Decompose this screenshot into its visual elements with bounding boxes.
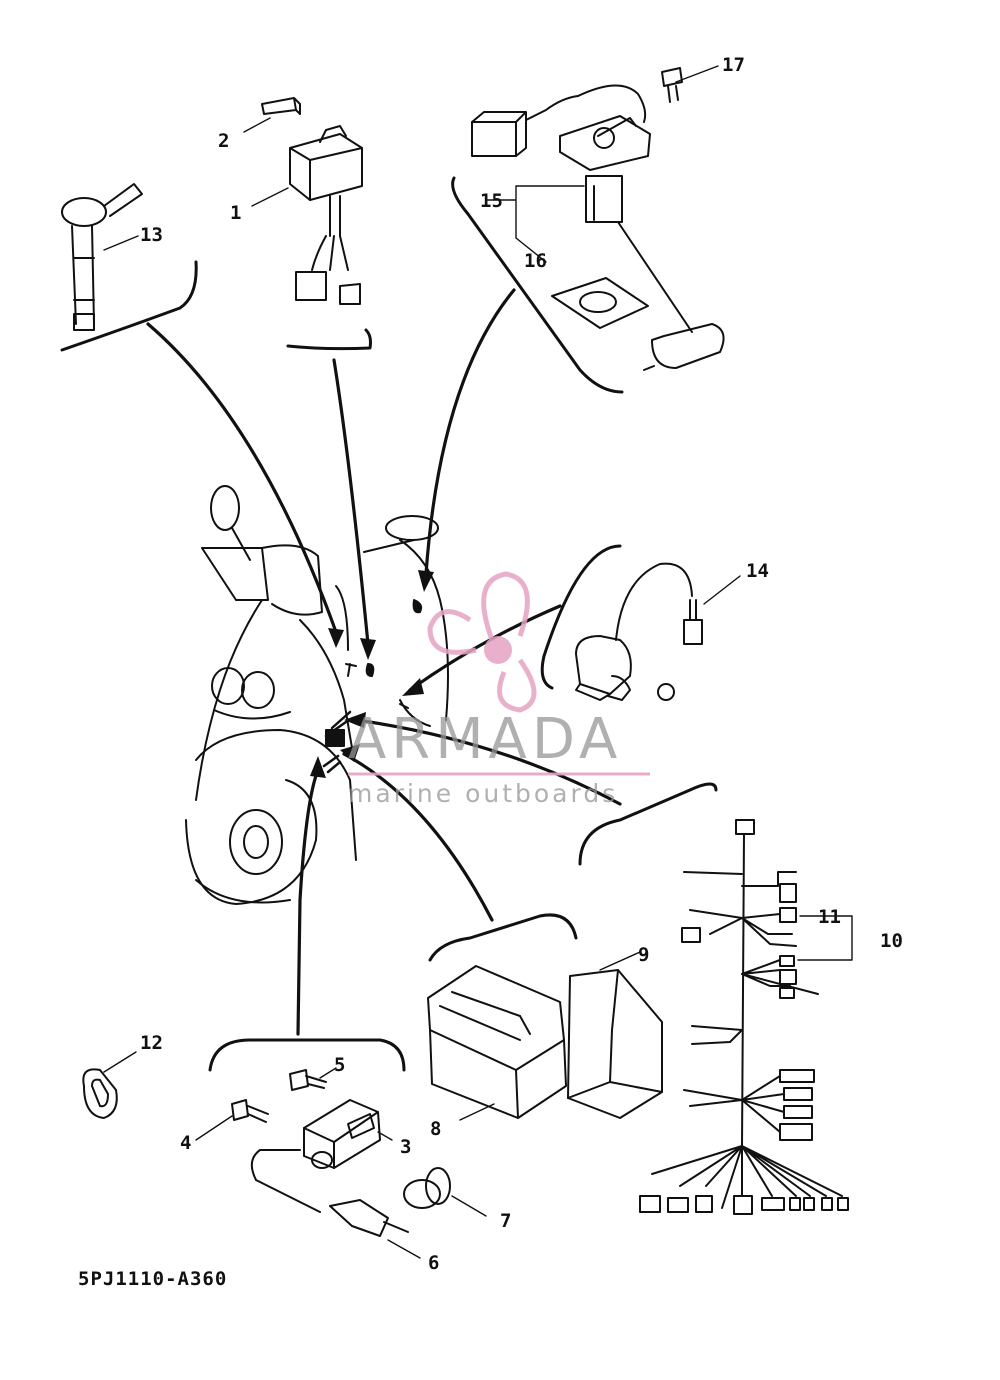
- wire-harness-part: [578, 782, 849, 1215]
- battery-part: [427, 913, 663, 1119]
- callout-7: 7: [500, 1210, 512, 1232]
- callout-3: 3: [400, 1136, 412, 1158]
- watermark-tagline: marine outboards: [348, 779, 619, 808]
- assembly-arrows: [146, 288, 622, 1036]
- ignition-coil-part: [82, 1038, 451, 1237]
- callout-16: 16: [524, 250, 547, 272]
- callout-10: 10: [880, 930, 903, 952]
- starter-relay-part: [540, 544, 703, 701]
- fuel-sender-part: [451, 67, 725, 394]
- cdi-unit-part: [261, 97, 372, 351]
- callout-17: 17: [722, 54, 745, 76]
- diagram-part-code: 5PJ1110-A360: [78, 1268, 228, 1290]
- callout-15: 15: [480, 190, 503, 212]
- callout-13: 13: [140, 224, 163, 246]
- callout-8: 8: [430, 1118, 442, 1140]
- callout-2: 2: [218, 130, 230, 152]
- callout-6: 6: [428, 1252, 440, 1274]
- callout-1: 1: [230, 202, 242, 224]
- callout-11: 11: [818, 906, 841, 928]
- scooter-illustration: [185, 485, 449, 905]
- leader-lines: [103, 65, 853, 1259]
- spark-plug-cap-part: [60, 183, 198, 352]
- callout-4: 4: [180, 1132, 192, 1154]
- callout-14: 14: [746, 560, 769, 582]
- watermark-logo: [427, 571, 537, 713]
- watermark-brand: ARMADA: [348, 707, 623, 772]
- callout-12: 12: [140, 1032, 163, 1054]
- callout-9: 9: [638, 944, 650, 966]
- callout-5: 5: [334, 1054, 346, 1076]
- arrow-heads: [310, 570, 434, 778]
